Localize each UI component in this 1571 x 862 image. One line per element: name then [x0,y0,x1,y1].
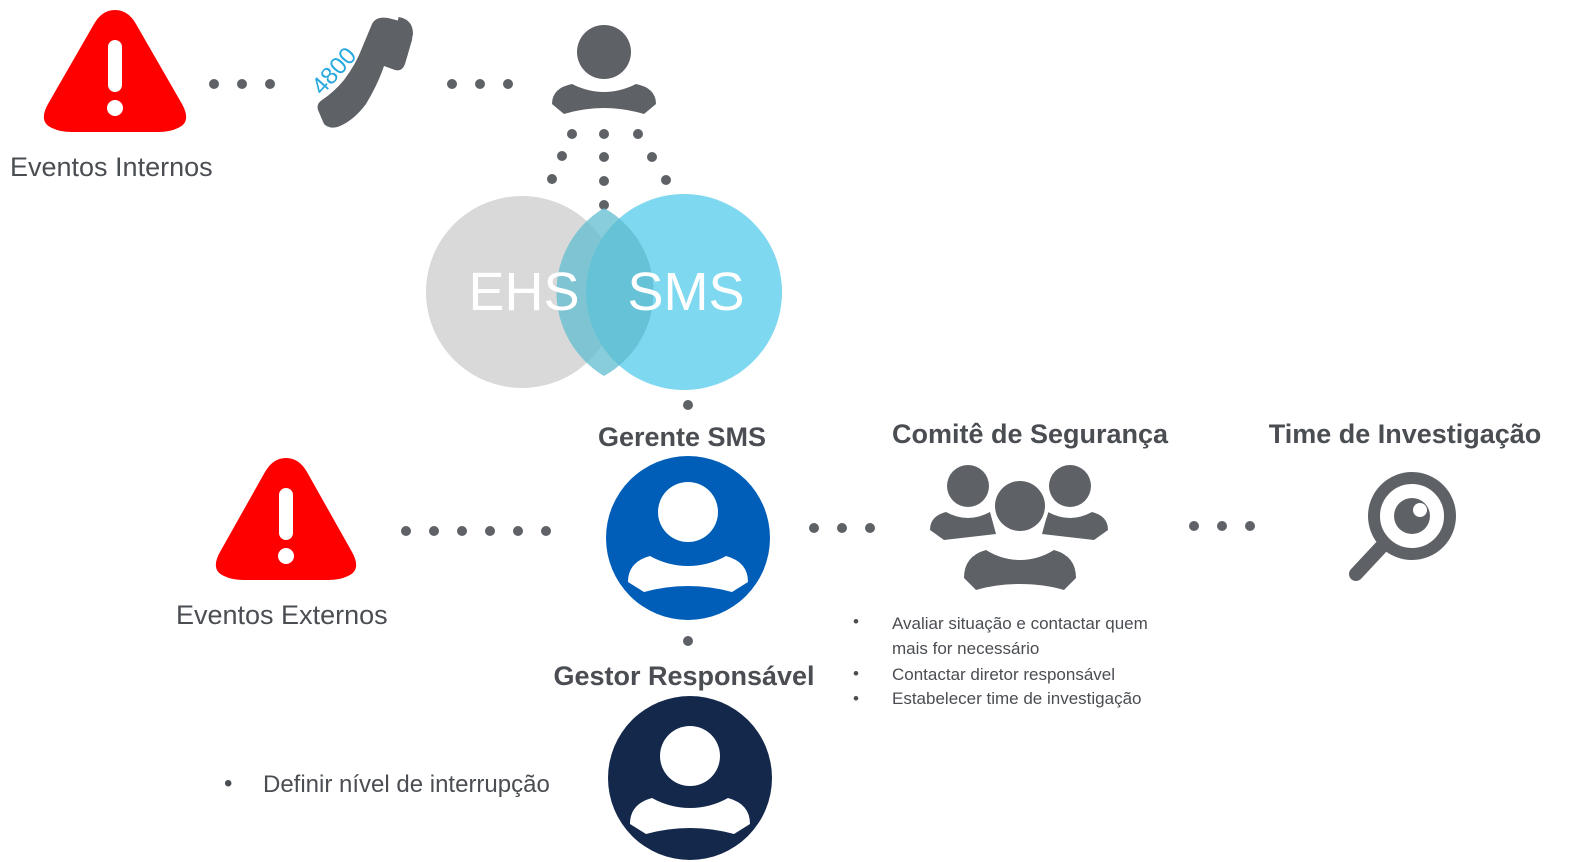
svg-text:•: • [224,770,232,797]
connector-dots-4 [401,526,551,536]
ehs-label: EHS [468,262,579,322]
eventos-internos-label: Eventos Internos [10,152,213,182]
group-icon [930,465,1108,590]
person-icon-receiver [552,25,656,114]
ehs-sms-venn [426,194,782,390]
warning-icon-external [215,458,357,580]
svg-text:•: • [853,664,859,683]
comite-task-3: Estabelecer time de investigação [892,689,1141,708]
gestor-avatar [608,696,772,860]
svg-text:•: • [853,689,859,708]
comite-task-2: Contactar diretor responsável [892,665,1115,684]
sms-label: SMS [627,262,744,322]
gerente-sms-label: Gerente SMS [598,422,766,452]
phone-icon [317,17,414,128]
svg-text:•: • [853,612,859,631]
connector-dot-3 [683,400,693,410]
comite-task-1-cont: mais for necessário [892,639,1039,658]
gestor-label: Gestor Responsável [553,661,814,691]
eventos-externos-label: Eventos Externos [176,600,388,630]
gerente-sms-avatar [606,456,770,620]
connector-dots-fan [547,129,671,210]
time-investigacao-label: Time de Investigação [1269,419,1542,449]
gestor-task-1: Definir nível de interrupção [263,771,550,798]
connector-dots-2 [447,79,513,89]
comite-task-1: Avaliar situação e contactar quem [892,614,1148,633]
connector-dot-7 [683,636,693,646]
connector-dots-6 [1189,521,1255,531]
connector-dots-5 [809,523,875,533]
warning-icon-internal [43,10,187,132]
venn-overlap [556,208,654,376]
comite-label: Comitê de Segurança [892,419,1169,449]
connector-dots-1 [209,79,275,89]
gestor-task-list: • Definir nível de interrupção [224,770,550,798]
comite-task-list: • Avaliar situação e contactar quem mais… [853,612,1148,708]
magnifier-icon [1349,472,1456,581]
